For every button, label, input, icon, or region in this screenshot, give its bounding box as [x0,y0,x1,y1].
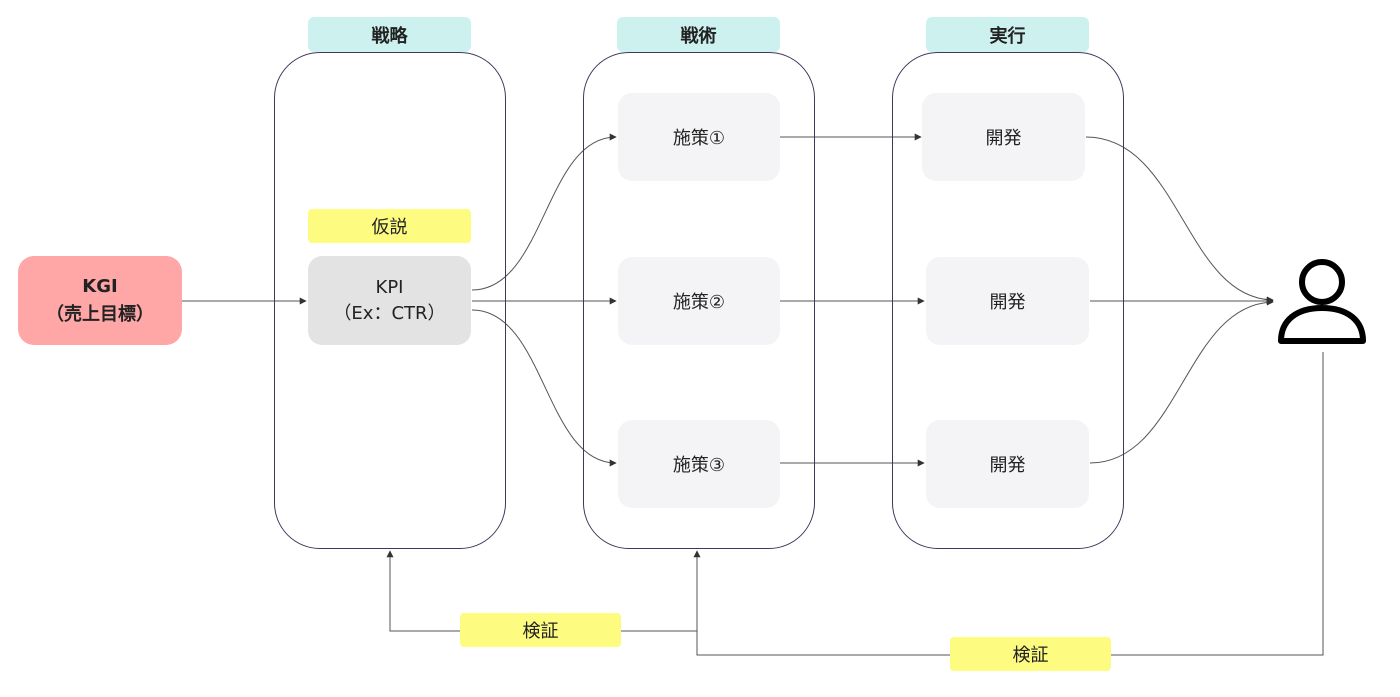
strategy-column [274,52,506,549]
measure-node-1: 施策① [618,93,780,181]
kgi-node: KGI （売上目標） [18,256,182,345]
verification-tag-2: 検証 [950,637,1111,671]
kpi-title: KPI [375,276,404,298]
development-node-3: 開発 [926,420,1089,508]
execution-column-title: 実行 [926,17,1089,52]
arrow-kpi-to-measure-1 [471,133,617,291]
kpi-example: （Ex：CTR） [333,302,446,324]
tactics-column [583,52,815,549]
arrow-kpi-to-measure-3 [471,309,617,467]
measure-node-2: 施策② [618,257,780,345]
kpi-node: KPI （Ex：CTR） [308,256,471,345]
kgi-subtitle: （売上目標） [46,303,154,325]
arrow-dev-3-to-user [1089,298,1274,464]
measure-node-3: 施策③ [618,420,780,508]
development-node-2: 開発 [926,257,1089,345]
kgi-title: KGI [82,275,118,297]
development-node-1: 開発 [922,93,1085,181]
arrow-dev-1-to-user [1085,136,1274,304]
verification-tag-1: 検証 [460,613,621,647]
hypothesis-tag: 仮説 [308,209,471,243]
user-icon [1278,259,1366,344]
tactics-column-title: 戦術 [617,17,780,52]
execution-column [892,52,1124,549]
strategy-column-title: 戦略 [308,17,471,52]
